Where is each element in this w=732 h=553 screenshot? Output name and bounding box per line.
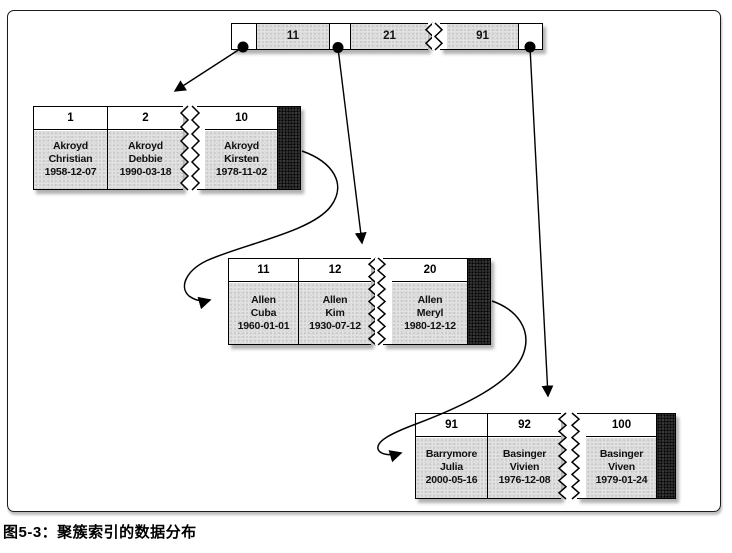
record-firstname: Christian <box>48 153 93 166</box>
torn-edge-icon <box>189 105 201 191</box>
record-key: 1 <box>34 107 107 130</box>
record-20: 20 Allen Meryl 1980-12-12 <box>392 259 468 344</box>
record-lastname: Barrymore <box>425 448 478 461</box>
torn-edge-icon <box>375 257 387 346</box>
record-2: 2 Akroyd Debbie 1990-03-18 <box>107 107 183 189</box>
record-lastname: Akroyd <box>128 140 163 153</box>
record-values: Basinger Vivien 1976-12-08 <box>488 437 561 498</box>
record-values: Barrymore Julia 2000-05-16 <box>416 437 487 498</box>
root-node-left-piece: 11 21 <box>231 22 436 51</box>
record-firstname: Kim <box>325 306 345 319</box>
record-100: 100 Basinger Viven 1979-01-24 <box>586 414 657 498</box>
record-dob: 1990-03-18 <box>119 166 172 179</box>
leaf-page-allen-torn: 20 Allen Meryl 1980-12-12 <box>375 257 491 346</box>
record-12: 12 Allen Kim 1930-07-12 <box>298 259 371 344</box>
record-dob: 1958-12-07 <box>44 166 97 179</box>
record-key: 91 <box>416 414 487 437</box>
record-firstname: Debbie <box>128 153 163 166</box>
leaf-page-akroyd-torn: 10 Akroyd Kirsten 1978-11-02 <box>189 105 301 191</box>
root-key-91: 91 <box>447 24 518 49</box>
root-pointer-cell-3 <box>518 24 542 49</box>
root-key-11: 11 <box>256 24 329 49</box>
record-values: Allen Meryl 1980-12-12 <box>392 282 468 344</box>
record-lastname: Allen <box>417 293 443 306</box>
root-key-21: 21 <box>350 24 428 49</box>
record-firstname: Viven <box>608 461 635 474</box>
record-firstname: Kirsten <box>224 153 259 166</box>
page-free-space-strip <box>277 107 300 189</box>
record-values: Akroyd Debbie 1990-03-18 <box>108 130 183 189</box>
record-dob: 2000-05-16 <box>425 474 478 487</box>
record-dob: 1978-11-02 <box>215 166 268 179</box>
record-lastname: Allen <box>322 293 348 306</box>
leaf-page-basinger: 91 Barrymore Julia 2000-05-16 92 Basinge… <box>415 412 569 500</box>
root-key-label: 91 <box>476 30 489 42</box>
diagram-border <box>7 10 721 512</box>
record-lastname: Akroyd <box>53 140 88 153</box>
root-key-label: 21 <box>383 30 396 42</box>
record-firstname: Vivien <box>509 461 540 474</box>
record-firstname: Cuba <box>250 306 277 319</box>
record-91: 91 Barrymore Julia 2000-05-16 <box>416 414 487 498</box>
record-11: 11 Allen Cuba 1960-01-01 <box>229 259 298 344</box>
record-dob: 1979-01-24 <box>595 474 648 487</box>
record-values: Akroyd Kirsten 1978-11-02 <box>205 130 278 189</box>
record-key: 2 <box>108 107 183 130</box>
torn-edge-icon <box>432 22 444 51</box>
record-1: 1 Akroyd Christian 1958-12-07 <box>34 107 107 189</box>
torn-edge-icon <box>557 412 569 500</box>
root-pointer-cell-1 <box>232 24 256 49</box>
record-values: Allen Cuba 1960-01-01 <box>229 282 298 344</box>
page-free-space-strip <box>656 414 675 498</box>
record-key: 20 <box>392 259 468 282</box>
record-dob: 1976-12-08 <box>498 474 551 487</box>
root-key-label: 11 <box>286 30 300 42</box>
record-lastname: Akroyd <box>224 140 259 153</box>
record-dob: 1980-12-12 <box>404 319 456 332</box>
record-lastname: Allen <box>251 293 276 306</box>
leaf-page-basinger-torn: 100 Basinger Viven 1979-01-24 <box>569 412 676 500</box>
page-free-space-strip <box>467 259 490 344</box>
root-node-right-piece: 91 <box>432 22 543 51</box>
record-key: 11 <box>229 259 298 282</box>
record-key: 92 <box>488 414 561 437</box>
leaf-page-akroyd: 1 Akroyd Christian 1958-12-07 2 Akroyd D… <box>33 105 191 191</box>
record-firstname: Julia <box>440 461 463 474</box>
record-key: 12 <box>299 259 371 282</box>
record-lastname: Basinger <box>599 448 644 461</box>
record-lastname: Basinger <box>502 448 547 461</box>
record-key: 100 <box>586 414 657 437</box>
record-92: 92 Basinger Vivien 1976-12-08 <box>487 414 561 498</box>
torn-edge-icon <box>569 412 581 500</box>
record-key: 10 <box>205 107 278 130</box>
figure-caption: 图5-3：聚簇索引的数据分布 <box>3 524 197 541</box>
record-values: Akroyd Christian 1958-12-07 <box>34 130 107 189</box>
record-10: 10 Akroyd Kirsten 1978-11-02 <box>205 107 278 189</box>
record-values: Allen Kim 1930-07-12 <box>299 282 371 344</box>
record-dob: 1960-01-01 <box>237 319 290 332</box>
record-firstname: Meryl <box>416 306 444 319</box>
torn-edge-icon <box>179 105 191 191</box>
record-dob: 1930-07-12 <box>309 319 361 332</box>
leaf-page-allen: 11 Allen Cuba 1960-01-01 12 Allen Kim 19… <box>228 257 379 346</box>
root-pointer-cell-2 <box>329 24 350 49</box>
record-values: Basinger Viven 1979-01-24 <box>586 437 657 498</box>
